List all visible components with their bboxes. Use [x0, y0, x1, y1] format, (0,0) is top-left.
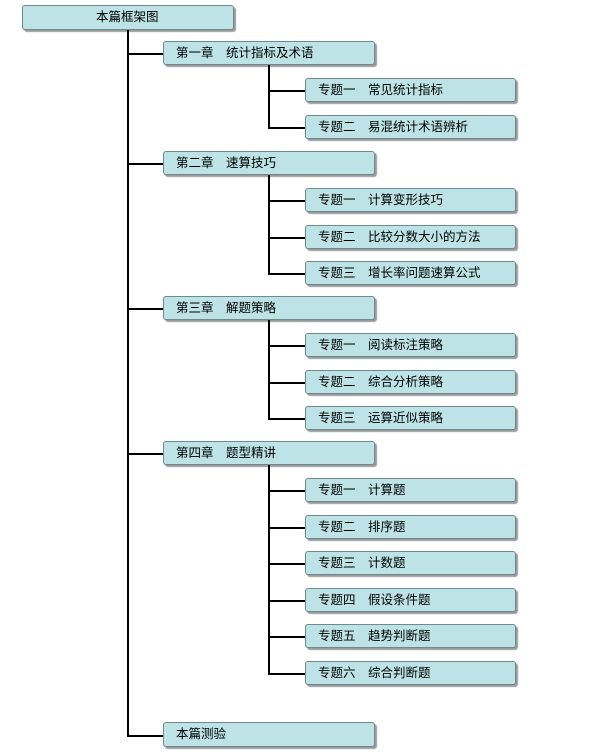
topic-box: 专题四 假设条件题: [305, 587, 516, 612]
topic-box: 专题一 计算变形技巧: [305, 188, 516, 212]
topic-connector: [268, 636, 305, 638]
topic-box: 专题三 计数题: [305, 551, 516, 575]
topic-connector: [268, 563, 305, 565]
topic-box: 专题三 增长率问题速算公式: [305, 261, 516, 285]
topic-box-label: 专题一 常见统计指标: [318, 82, 444, 97]
root-box-label: 本篇框架图: [96, 9, 159, 24]
topic-box: 专题五 趋势判断题: [305, 624, 516, 648]
chapter-connector: [127, 163, 163, 165]
topic-box: 专题三 运算近似策略: [305, 406, 516, 430]
topic-connector: [268, 418, 305, 420]
topic-connector: [268, 236, 305, 239]
chapter-connector: [127, 453, 163, 455]
chapter-box: 第一章 统计指标及术语: [163, 41, 375, 65]
topic-box-label: 专题六 综合判断题: [318, 664, 431, 680]
topic-box-label: 专题二 排序题: [318, 518, 406, 534]
topic-connector: [268, 345, 305, 347]
topic-box: 专题六 综合判断题: [305, 660, 516, 685]
root-box: 本篇框架图: [22, 5, 234, 30]
topic-connector: [268, 90, 305, 92]
topic-box-label: 专题一 计算变形技巧: [318, 192, 444, 207]
chapter-box-label: 第一章 统计指标及术语: [176, 45, 314, 60]
chapter-box: 第三章 解题策略: [163, 296, 375, 320]
topic-box: 专题二 排序题: [305, 514, 516, 539]
topic-connector: [268, 672, 305, 675]
final-box-label: 本篇测验: [176, 726, 227, 741]
topic-box: 专题一 常见统计指标: [305, 78, 516, 102]
topic-box-label: 专题二 易混统计术语辨析: [318, 118, 469, 134]
topic-box: 专题一 阅读标注策略: [305, 333, 516, 357]
chapter-branch-line: [268, 65, 270, 128]
topic-box-label: 专题二 比较分数大小的方法: [318, 228, 481, 244]
chapter-box-label: 第三章 解题策略: [176, 300, 277, 315]
topic-connector: [268, 490, 305, 492]
topic-box-label: 专题一 阅读标注策略: [318, 337, 444, 352]
chapter-branch-line: [268, 465, 270, 674]
chapter-box-label: 第二章 速算技巧: [176, 155, 277, 170]
topic-box-label: 专题三 运算近似策略: [318, 410, 444, 425]
topic-connector: [268, 126, 305, 129]
topic-box: 专题一 计算题: [305, 478, 516, 502]
chapter-branch-line: [268, 175, 270, 274]
topic-box-label: 专题三 增长率问题速算公式: [318, 265, 481, 280]
chapter-connector: [127, 53, 163, 55]
final-connector: [127, 735, 163, 737]
topic-box: 专题二 比较分数大小的方法: [305, 224, 516, 249]
chapter-box: 第二章 速算技巧: [163, 151, 375, 175]
topic-connector: [268, 599, 305, 602]
topic-connector: [268, 200, 305, 202]
topic-box: 专题二 综合分析策略: [305, 369, 516, 394]
chapter-branch-line: [268, 320, 270, 419]
topic-connector: [268, 526, 305, 529]
topic-box-label: 专题四 假设条件题: [318, 591, 431, 607]
topic-box-label: 专题二 综合分析策略: [318, 373, 444, 389]
final-box: 本篇测验: [163, 722, 375, 747]
chapter-box-label: 第四章 题型精讲: [176, 445, 277, 460]
chapter-box: 第四章 题型精讲: [163, 441, 375, 465]
topic-box-label: 专题三 计数题: [318, 555, 406, 570]
topic-box-label: 专题一 计算题: [318, 482, 406, 497]
chapter-connector: [127, 308, 163, 310]
topic-box: 专题二 易混统计术语辨析: [305, 114, 516, 139]
trunk-line: [127, 30, 129, 737]
topic-connector: [268, 381, 305, 384]
topic-box-label: 专题五 趋势判断题: [318, 628, 431, 643]
topic-connector: [268, 273, 305, 275]
